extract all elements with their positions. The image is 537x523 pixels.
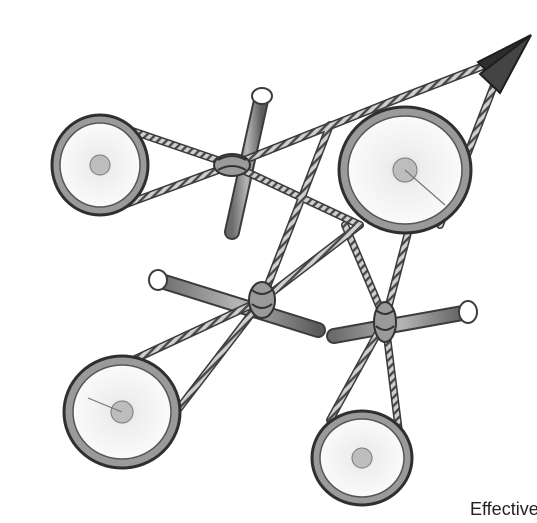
pulley-wheel-top-right	[339, 107, 471, 233]
pulley-wheel-bottom-left	[64, 356, 180, 468]
arrow-head-icon	[478, 35, 531, 93]
caption-text: Effective	[470, 499, 537, 520]
pulley-wheel-bottom-right	[312, 411, 412, 505]
peg-right	[334, 301, 477, 336]
pulley-wheel-top-left	[52, 115, 148, 215]
